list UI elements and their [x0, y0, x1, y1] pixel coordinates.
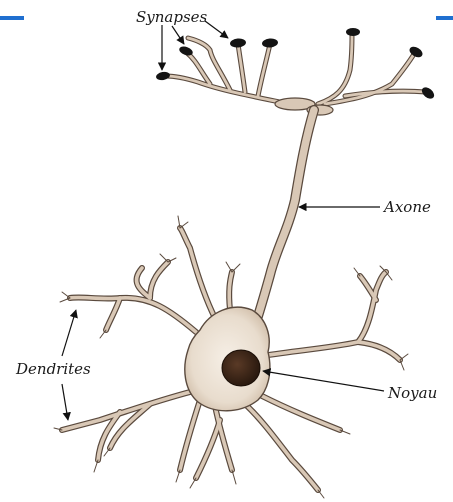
- synapse-terminal: [230, 38, 247, 48]
- axon-terminal-branches: [166, 34, 426, 104]
- dendrite-arrow: [62, 310, 76, 356]
- label-dendrites: Dendrites: [15, 360, 91, 378]
- synapse-terminal: [262, 38, 279, 48]
- synapse-terminal: [155, 71, 170, 81]
- label-synapses: Synapses: [136, 8, 208, 26]
- synapse-arrow: [205, 21, 228, 38]
- nucleus: [222, 350, 260, 386]
- label-axon: Axone: [382, 198, 431, 216]
- frame-accent-left: [0, 16, 24, 20]
- dendrite-arrow: [62, 384, 68, 420]
- nucleus-arrow: [263, 371, 384, 391]
- frame-accent-right: [436, 16, 453, 20]
- axon: [252, 110, 314, 334]
- label-nucleus: Noyau: [387, 384, 437, 402]
- synapse-terminal: [346, 28, 360, 36]
- synapse-arrow: [172, 26, 184, 44]
